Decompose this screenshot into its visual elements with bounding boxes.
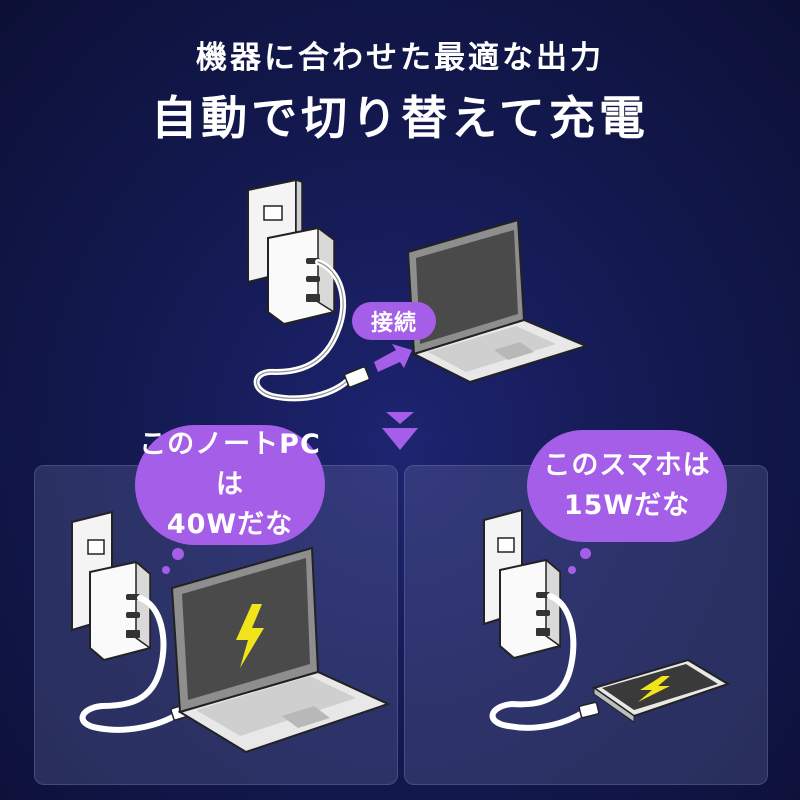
lightning-bolt-icon [236,604,264,668]
smartphone-speech-bubble: このスマホは 15Wだな [527,430,727,542]
phone-bubble-line2: 15Wだな [563,490,691,521]
charger-icon [267,226,335,326]
down-arrow-icon [382,412,418,450]
bubble-tail-dot [162,566,170,574]
cable-arrow-icon [374,344,412,372]
laptop-icon [170,546,391,754]
headline-line2: 自動で切り替えて充電 [151,91,649,145]
phone-bubble-line1: このスマホは [543,450,711,481]
connect-label: 接続 [352,302,436,340]
bubble-tail-dot [568,566,576,574]
laptop-icon [406,218,589,384]
headline-line1: 機器に合わせた最適な出力 [196,40,604,76]
laptop-bubble-line1: このノートPCは [139,429,321,500]
lightning-bolt-icon [638,676,670,702]
laptop-speech-bubble: このノートPCは 40Wだな [135,425,325,545]
bubble-tail-dot [580,548,591,559]
bubble-tail-dot [172,548,184,560]
laptop-bubble-line2: 40Wだな [166,509,294,540]
smartphone-icon [591,658,731,723]
charger-icon [89,560,151,662]
charger-icon [499,558,561,660]
